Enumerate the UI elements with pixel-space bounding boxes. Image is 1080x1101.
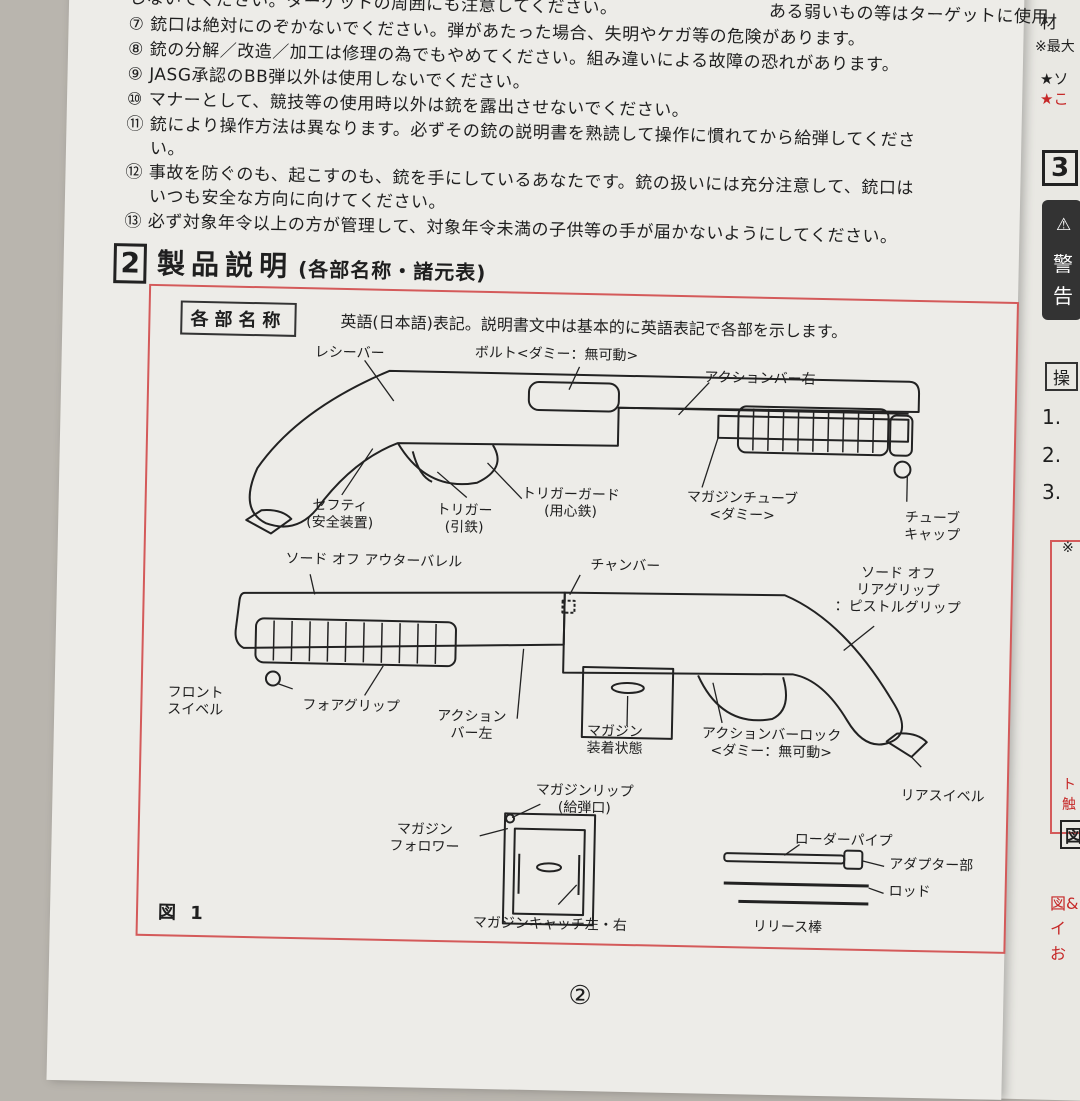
- label-trigger: トリガー (引鉄): [436, 501, 493, 536]
- rp-red4: イ: [1050, 919, 1067, 938]
- rp-red2: 触: [1062, 797, 1076, 813]
- label-release-rod: リリース棒: [752, 918, 823, 937]
- label-rod: ロッド: [888, 883, 931, 901]
- bottom-trigger-guard: [697, 675, 787, 722]
- rp-red-box: [1050, 540, 1080, 834]
- figure-label: 図 1: [157, 902, 208, 925]
- bottom-front-swivel: [264, 670, 281, 687]
- parts-frame: 各部名称 英語(日本語)表記。説明書文中は基本的に英語表記で各部を示します。: [135, 283, 1019, 954]
- page-number: ②: [568, 980, 592, 1012]
- shotgun-diagram: [234, 360, 928, 927]
- top-tube-ring: [893, 460, 912, 479]
- label-rear-swivel: リアスイベル: [900, 787, 985, 806]
- label-loader-pipe: ローダーパイプ: [794, 831, 893, 850]
- label-trigger-guard: トリガーガード (用心鉄): [521, 485, 621, 521]
- release-rod: [738, 899, 869, 906]
- label-magazine-catch: マガジンキャッチ左・右: [472, 914, 627, 934]
- rp-warn2: 告: [1053, 284, 1073, 308]
- label-receiver: レシーバー: [314, 344, 385, 362]
- rp-material: 材: [1040, 13, 1057, 33]
- label-magazine-tube: マガジンチューブ <ダミー>: [686, 489, 799, 525]
- label-action-bar-right: アクションバー右: [704, 369, 816, 388]
- bottom-magazine-window: [610, 681, 645, 694]
- bottom-barrel: [234, 591, 566, 649]
- label-foregrip: フォアグリップ: [302, 697, 400, 716]
- left-page: しないでください。ターゲットの周囲にも注意してください。 ある弱いもの等はターゲ…: [46, 0, 1049, 1100]
- bottom-magazine: [580, 666, 675, 740]
- rod: [723, 881, 869, 888]
- rp-star1: ★ソ: [1040, 70, 1069, 88]
- bottom-rear-swivel: [885, 732, 928, 758]
- label-tube-cap: チューブ キャップ: [903, 509, 961, 544]
- rp-step3: 3.: [1042, 480, 1062, 504]
- rp-star2: ★こ: [1040, 90, 1069, 108]
- label-magazine-attached: マガジン 装着状態: [586, 723, 644, 758]
- label-adapter: アダプター部: [889, 856, 974, 875]
- top-barrel-tube: [717, 414, 910, 443]
- rp-red5: お: [1050, 944, 1067, 963]
- label-action-bar-left: アクション バー左: [437, 707, 507, 743]
- label-action-bar-lock: アクションバーロック <ダミー：無可動>: [701, 725, 842, 762]
- top-forend: [736, 405, 890, 457]
- top-gun-body: [248, 369, 921, 528]
- label-rear-grip: ソード オフ リアグリップ ：ピストルグリップ: [834, 564, 961, 617]
- section-title: 製品説明: [156, 247, 294, 283]
- label-magazine-follower: マガジン フォロワー: [389, 821, 460, 856]
- rp-step1: 1.: [1042, 405, 1062, 429]
- magazine-detail-window: [536, 862, 563, 873]
- bottom-forend: [254, 617, 457, 668]
- chamber-marker: [561, 599, 576, 614]
- top-trigger-guard: [397, 442, 499, 486]
- rp-asterisk: ※: [1062, 540, 1074, 556]
- rp-max-note: ※最大: [1035, 39, 1075, 55]
- label-front-swivel: フロント スイベル: [167, 684, 224, 719]
- label-magazine-lip: マガジンリップ (給弾口): [535, 782, 634, 817]
- rp-ops-tag: 操: [1045, 362, 1078, 391]
- label-bolt: ボルト<ダミー：無可動>: [474, 344, 639, 365]
- rp-red1: ト: [1062, 777, 1076, 793]
- magazine-detail: [501, 812, 597, 927]
- section-subtitle: (各部名称・諸元表): [297, 256, 487, 285]
- rp-fig: 図: [1060, 820, 1080, 849]
- label-chamber: チャンバー: [590, 557, 661, 575]
- rp-section3: 3: [1042, 150, 1079, 186]
- rp-warn1: 警: [1053, 252, 1073, 276]
- warning-icon: ⚠: [1056, 215, 1072, 235]
- rule-11-cont: い。: [149, 138, 186, 160]
- section-number: 2: [113, 243, 148, 284]
- top-bolt: [527, 381, 620, 413]
- top-trigger: [411, 451, 433, 483]
- rule-13: ⑬ 必ず対象年令以上の方が管理して、対象年令未満の子供等の手が届かないようにして…: [124, 211, 898, 248]
- label-safety: セフティ (安全装置): [306, 497, 374, 532]
- rp-red3: 図&: [1050, 894, 1079, 913]
- loader-adapter: [843, 849, 864, 870]
- rp-step2: 2.: [1042, 443, 1062, 467]
- bottom-receiver-grip: [562, 591, 904, 746]
- rp-warning-box: [1042, 200, 1080, 320]
- top-rear-swivel: [245, 509, 293, 535]
- top-tube-cap: [888, 414, 914, 457]
